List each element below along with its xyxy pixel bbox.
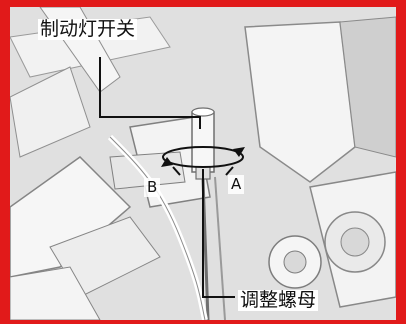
direction-a-label: A: [228, 175, 245, 194]
illustration-panel: 制动灯开关 调整螺母 B A: [10, 7, 396, 320]
adjusting-nut-label: 调整螺母: [238, 289, 319, 311]
direction-b-label: B: [144, 178, 161, 197]
brake-light-switch-label: 制动灯开关: [38, 18, 138, 40]
brake-switch-illustration: [10, 7, 396, 320]
